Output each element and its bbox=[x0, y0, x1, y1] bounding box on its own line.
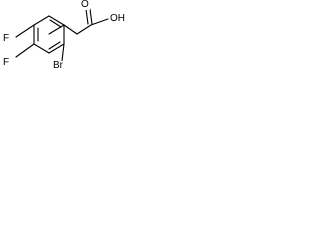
oxygen-atom-label: O bbox=[80, 0, 90, 10]
c-f-bond bbox=[15, 43, 35, 58]
bond-diagram bbox=[15, 8, 109, 62]
ring-bond bbox=[33, 15, 50, 26]
aromatic-double-bond bbox=[48, 41, 61, 50]
ring-bond bbox=[33, 43, 50, 54]
fluorine-atom-label: F bbox=[2, 57, 11, 68]
c-f-bond bbox=[15, 24, 35, 38]
hydroxyl-label: OH bbox=[109, 13, 126, 24]
ring-bond bbox=[48, 15, 65, 26]
ring-bond bbox=[48, 43, 65, 54]
aromatic-double-bond bbox=[49, 19, 62, 28]
carbonyl-double-bond bbox=[85, 8, 89, 25]
c-br-bond bbox=[61, 43, 65, 62]
chain-bond bbox=[63, 24, 78, 35]
chain-bond bbox=[76, 24, 92, 35]
carbonyl-double-bond bbox=[89, 8, 93, 25]
bromine-atom-label: Br bbox=[52, 60, 64, 71]
c-oh-bond bbox=[90, 18, 109, 26]
chemical-structure: F F Br O OH bbox=[0, 0, 141, 73]
fluorine-atom-label: F bbox=[2, 33, 11, 44]
ring-bond bbox=[48, 24, 65, 35]
